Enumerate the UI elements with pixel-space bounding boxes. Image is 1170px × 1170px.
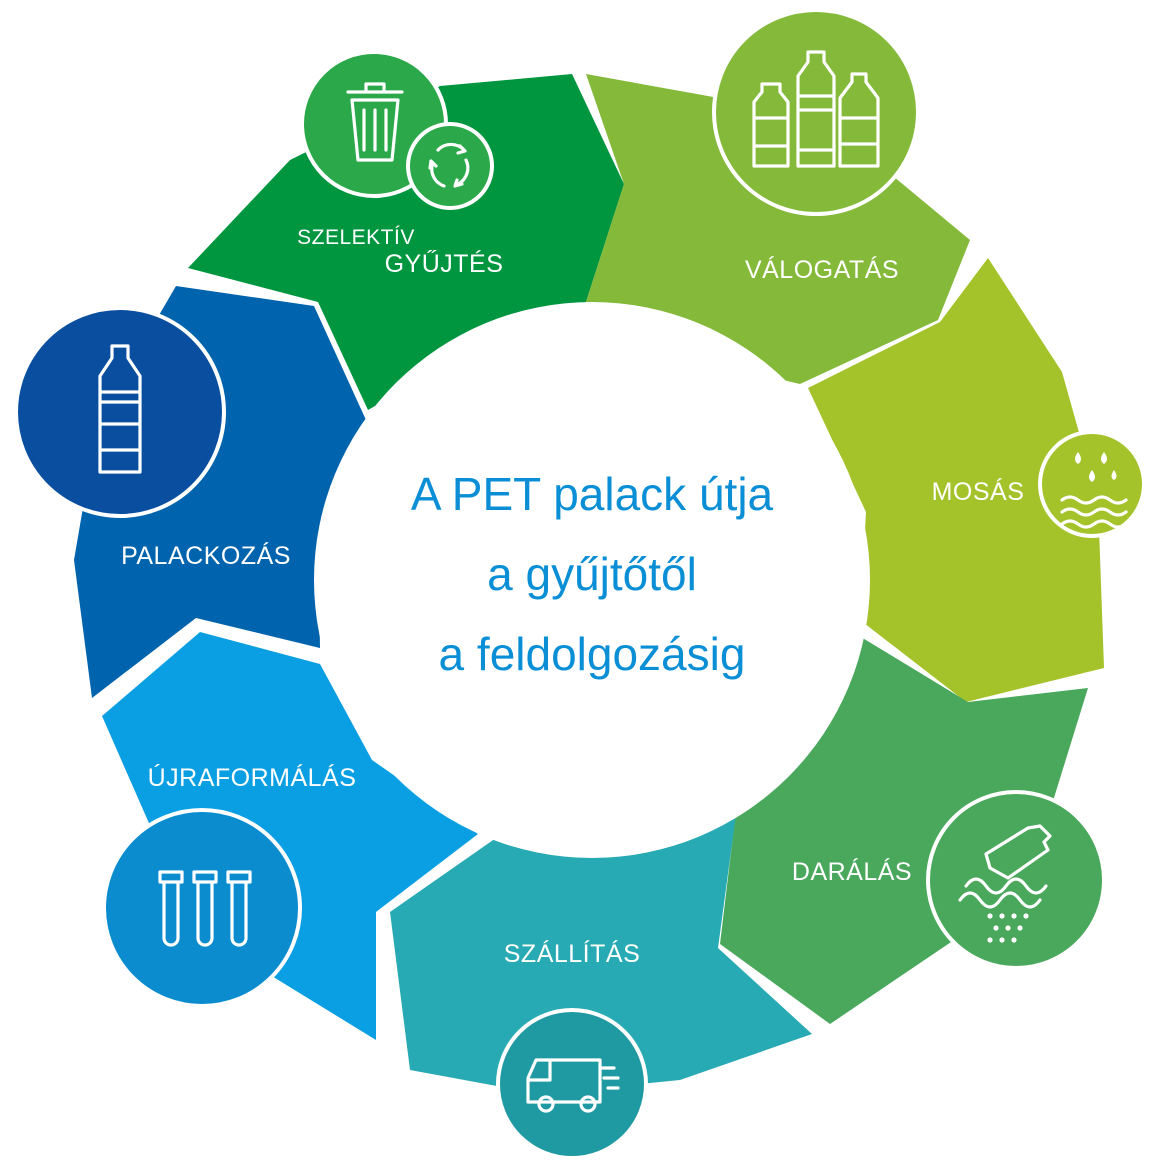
label-collection-line-1: SZELEKTÍV [297,226,415,249]
bottle-icon [14,306,226,518]
trash-bin-recycle-icon [300,50,494,210]
center-title-line-1: A PET palack útja [411,468,774,520]
segment-washing [808,258,1104,702]
water-drops-icon [1038,430,1146,538]
center-title-line-3: a feldolgozásig [439,628,746,680]
label-grinding: DARÁLÁS [792,857,912,886]
preforms-icon [102,808,302,1008]
segment-sorting [586,74,970,384]
center-circle [314,302,870,858]
segment-transport [390,814,812,1094]
shredder-bottle-icon [926,790,1106,970]
label-reforming: ÚJRAFORMÁLÁS [148,763,357,792]
van-icon [496,1008,648,1160]
label-bottling: PALACKOZÁS [121,541,291,570]
label-washing: MOSÁS [932,477,1025,506]
label-sorting: VÁLOGATÁS [745,255,899,284]
center-title-line-2: a gyűjtőtől [487,548,697,600]
bottles-icon [712,8,920,216]
label-transport: SZÁLLÍTÁS [504,939,641,968]
segment-reforming [102,632,478,1040]
label-collection-line-2: GYŰJTÉS [385,249,504,278]
